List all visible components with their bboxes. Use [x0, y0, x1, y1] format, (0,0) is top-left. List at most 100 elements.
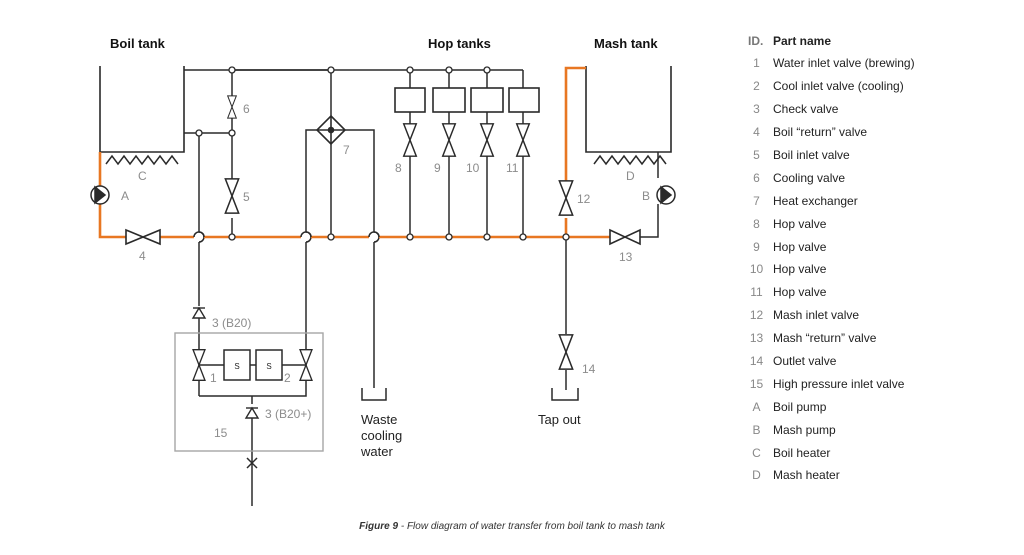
figure-caption: Figure 9 - Flow diagram of water transfe… [0, 521, 1024, 532]
hop-tank-boxes [394, 87, 540, 113]
waste-label-line3: water [360, 444, 393, 459]
check-valve-b20 [191, 306, 207, 319]
hop-tanks-header: Hop tanks [428, 36, 491, 51]
valve-4-label: 4 [139, 249, 146, 263]
legend-part-name: Water inlet valve (brewing) [773, 56, 915, 71]
legend-part-name: Cooling valve [773, 170, 846, 185]
valve-5 [224, 178, 240, 214]
legend-id: 1 [753, 56, 760, 71]
valve-5-label: 5 [243, 190, 250, 204]
valve-6 [227, 95, 237, 119]
piping [184, 69, 659, 506]
tap-out-label: Tap out [538, 412, 581, 427]
mash-tank [585, 66, 672, 153]
flow-path [98, 66, 610, 239]
legend-id: 8 [753, 216, 760, 231]
legend-row: A Boil pump [740, 395, 1010, 418]
legend-id: D [752, 468, 761, 483]
boil-tank-header: Boil tank [110, 36, 166, 51]
solenoid-1-label: S [234, 362, 239, 371]
valve-13 [609, 228, 641, 246]
pump-b [656, 185, 676, 205]
legend-id: 7 [753, 193, 760, 208]
legend-header: ID. Part name [740, 30, 1010, 52]
legend-id: B [752, 422, 761, 437]
heat-exchanger [315, 114, 347, 146]
legend-id: 12 [749, 308, 764, 323]
valve-10 [479, 123, 495, 157]
legend-part-name: Mash heater [773, 468, 840, 483]
legend-part-name: Hop valve [773, 262, 827, 277]
legend-part-name: Cool inlet valve (cooling) [773, 79, 904, 94]
legend-id: 14 [749, 354, 764, 369]
legend-id: 5 [753, 148, 760, 162]
junctions [195, 66, 570, 241]
legend-part-name: Boil heater [773, 445, 831, 460]
figure-caption-text: - Flow diagram of water transfer from bo… [398, 521, 665, 532]
valve-9 [441, 123, 457, 157]
boil-heater-label: C [138, 169, 147, 183]
legend-id: C [752, 445, 761, 460]
legend-id: 15 [749, 376, 764, 391]
legend-row: 5 Boil inlet valve [740, 144, 1010, 167]
legend-part-name: Hop valve [773, 285, 827, 300]
valve-2-label: 2 [284, 371, 291, 385]
legend-row: 10 Hop valve [740, 258, 1010, 281]
legend-row: D Mash heater [740, 464, 1010, 487]
valve-8-label: 8 [395, 161, 402, 175]
legend-header-id: ID. [748, 34, 764, 48]
valve-14 [558, 334, 574, 370]
legend-part-name: Boil pump [773, 399, 827, 414]
legend-part-name: Mash inlet valve [773, 308, 860, 323]
legend-row: 1 Water inlet valve (brewing) [740, 52, 1010, 75]
figure-number: Figure 9 [359, 521, 399, 532]
pump-b-label: B [642, 189, 650, 203]
legend-part-name: High pressure inlet valve [773, 376, 905, 391]
legend-part-name: Boil “return” valve [773, 125, 868, 140]
legend-part-name: Check valve [773, 102, 839, 117]
legend-part-name: Mash “return” valve [773, 331, 877, 346]
legend-id: 10 [749, 262, 764, 277]
check-valve-b20plus [244, 406, 260, 419]
legend-id: 9 [753, 239, 760, 254]
legend-id: A [752, 399, 761, 414]
solenoid-boxes [223, 349, 283, 381]
pump-a-label: A [121, 189, 129, 203]
mash-heater [593, 154, 667, 166]
legend-id: 6 [753, 170, 760, 185]
waste-drain [361, 388, 387, 401]
valve-11-label: 11 [506, 161, 519, 175]
waste-label-line1: Waste [361, 412, 397, 427]
solenoid-2-label: S [266, 362, 271, 371]
legend-id: 3 [753, 102, 760, 117]
inlet-marker [246, 457, 258, 469]
check-b20plus-label: 3 (B20+) [265, 407, 311, 421]
valve-9-label: 9 [434, 161, 441, 175]
legend-id: 2 [753, 79, 760, 94]
pump-a [90, 185, 110, 205]
valve-6-label: 6 [243, 102, 250, 116]
valve-15-label: 15 [214, 426, 228, 440]
valve-1-label: 1 [210, 371, 217, 385]
legend-row: 2 Cool inlet valve (cooling) [740, 75, 1010, 98]
legend-row: 12 Mash inlet valve [740, 304, 1010, 327]
tap-out-drain [551, 388, 579, 401]
parts-legend: ID. Part name 1 Water inlet valve (brewin… [740, 30, 1010, 487]
valve-12 [558, 180, 574, 216]
valve-10-label: 10 [466, 161, 480, 175]
valve-11 [515, 123, 531, 157]
legend-row: 3 Check valve [740, 98, 1010, 121]
legend-part-name: Boil inlet valve [773, 148, 850, 162]
valve-7-label: 7 [343, 143, 350, 157]
boil-heater [105, 154, 179, 166]
legend-row: C Boil heater [740, 441, 1010, 464]
legend-rows: 1 Water inlet valve (brewing) 2 Cool inlet … [740, 52, 1010, 487]
